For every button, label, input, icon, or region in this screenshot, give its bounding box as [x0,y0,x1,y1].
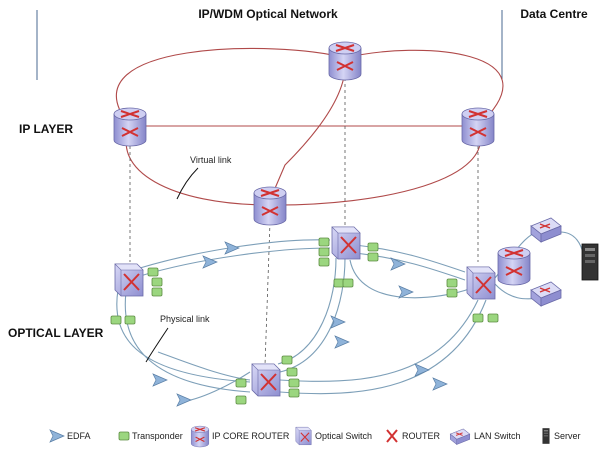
physical-link-label: Physical link [160,314,210,324]
ip-layer-links [116,47,504,206]
optical-switch-right [466,266,496,300]
ip-router-left [113,107,147,147]
layer-connectors [129,72,479,366]
optical-switch-bottom [251,363,281,397]
svg-text:IP CORE ROUTER: IP CORE ROUTER [212,431,290,441]
legend-item-ip-core-router: IP CORE ROUTER [190,425,290,448]
optical-switch-icon [295,426,312,446]
lan-switch-bottom [530,281,562,307]
legend-item-optical-switch: Optical Switch [295,426,372,446]
virtual-link-pointer [176,167,199,200]
router-icon [386,429,398,443]
legend-item-edfa: EDFA [49,429,91,443]
svg-text:Transponder: Transponder [132,431,183,441]
legend-item-router: ROUTER [386,429,441,443]
ip-layer-label: IP LAYER [19,122,73,136]
transponder-icon [118,431,130,441]
ip-router-right [461,107,495,147]
server-icon [542,428,550,444]
ip-core-router-icon [190,425,210,448]
ip-router-bottom [253,186,287,226]
svg-text:Server: Server [554,431,581,441]
optical-links [116,231,585,403]
diagram-title: IP/WDM Optical Network [198,7,338,21]
data-centre-label: Data Centre [520,7,588,21]
optical-switch-top [331,226,361,260]
lan-switch-icon [449,428,471,445]
virtual-link-label: Virtual link [190,155,232,165]
legend: EDFA Transponder IP CORE ROUTER Optical … [49,425,581,448]
server-unit [581,243,599,281]
legend-item-transponder: Transponder [118,431,183,441]
svg-text:EDFA: EDFA [67,431,91,441]
optical-layer-label: OPTICAL LAYER [8,326,104,340]
legend-item-lan-switch: LAN Switch [449,428,521,445]
ip-router-top [328,41,362,81]
svg-text:ROUTER: ROUTER [402,431,441,441]
data-centre-router [497,246,531,286]
edfa-icon [49,429,65,443]
lan-switch-top [530,217,562,243]
legend-item-server: Server [542,428,581,444]
optical-switch-left [114,263,144,297]
svg-text:Optical Switch: Optical Switch [315,431,372,441]
physical-link-pointer [145,327,169,363]
svg-text:LAN Switch: LAN Switch [474,431,521,441]
